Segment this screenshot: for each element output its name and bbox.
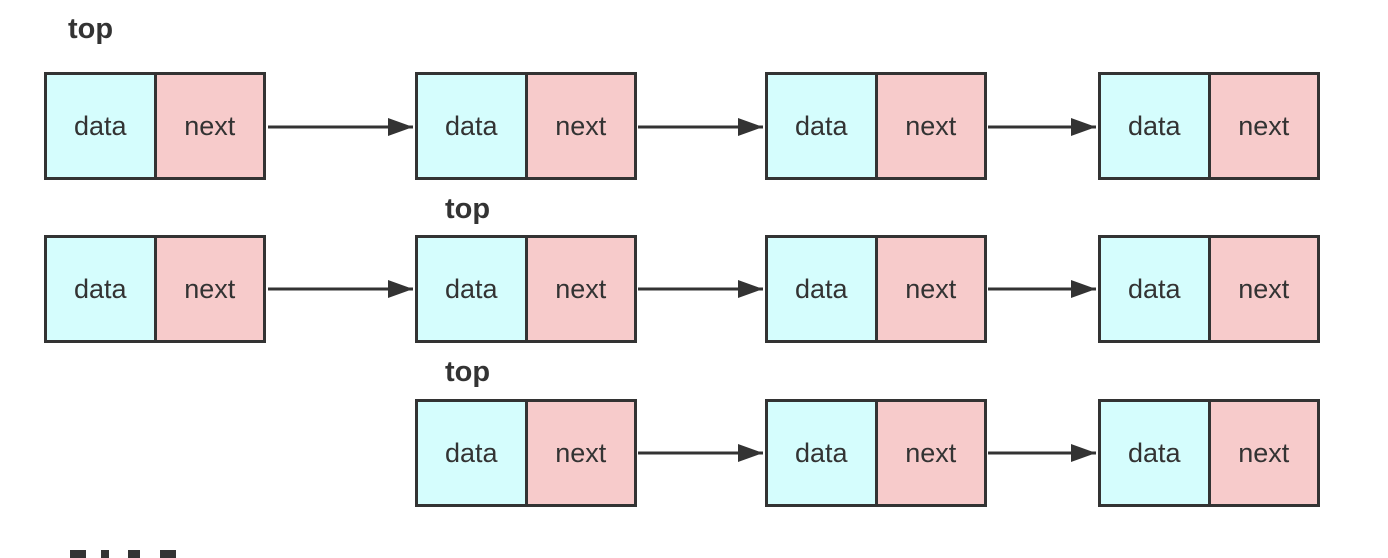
list-node: data next [44, 72, 266, 180]
node-next-field: next [156, 238, 263, 340]
node-next-field: next [156, 75, 263, 177]
arrowhead-icon [1071, 280, 1096, 298]
list-node: data next [415, 72, 637, 180]
node-next-field: next [527, 238, 634, 340]
arrowhead-icon [388, 280, 413, 298]
node-data-field: data [1101, 75, 1211, 177]
list-node: data next [765, 72, 987, 180]
node-data-field: data [768, 402, 878, 504]
node-next-field: next [527, 402, 634, 504]
node-data-field: data [418, 75, 528, 177]
cropped-text-fragment [160, 550, 176, 558]
node-next-field: next [877, 402, 984, 504]
top-pointer-label: top [68, 13, 114, 45]
list-node: data next [415, 235, 637, 343]
node-next-field: next [527, 75, 634, 177]
node-next-field: next [1210, 75, 1317, 177]
arrowhead-icon [738, 280, 763, 298]
cropped-text-fragment [101, 550, 109, 558]
arrowhead-icon [1071, 118, 1096, 136]
node-data-field: data [47, 238, 157, 340]
node-next-field: next [1210, 402, 1317, 504]
top-pointer-label: top [445, 356, 491, 388]
list-node: data next [1098, 399, 1320, 507]
cropped-text-fragment [128, 550, 140, 558]
arrowhead-icon [738, 118, 763, 136]
cropped-text-fragment [70, 550, 86, 558]
node-data-field: data [418, 238, 528, 340]
list-node: data next [1098, 72, 1320, 180]
node-data-field: data [768, 75, 878, 177]
node-data-field: data [47, 75, 157, 177]
list-node: data next [765, 399, 987, 507]
list-node: data next [1098, 235, 1320, 343]
arrowhead-icon [1071, 444, 1096, 462]
list-node: data next [44, 235, 266, 343]
top-pointer-label: top [445, 193, 491, 225]
node-data-field: data [418, 402, 528, 504]
node-next-field: next [877, 238, 984, 340]
node-data-field: data [1101, 402, 1211, 504]
arrowhead-icon [738, 444, 763, 462]
node-data-field: data [1101, 238, 1211, 340]
node-next-field: next [1210, 238, 1317, 340]
arrowhead-icon [388, 118, 413, 136]
list-node: data next [415, 399, 637, 507]
list-node: data next [765, 235, 987, 343]
node-data-field: data [768, 238, 878, 340]
node-next-field: next [877, 75, 984, 177]
